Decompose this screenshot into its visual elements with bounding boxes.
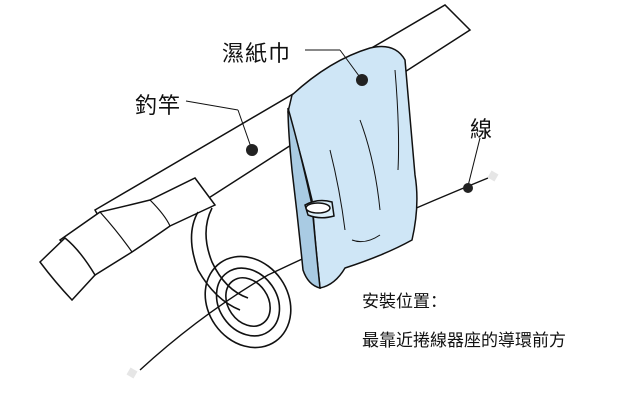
towel-folds <box>329 69 400 243</box>
label-towel: 濕紙巾 <box>222 42 292 67</box>
rod-seam <box>149 199 171 227</box>
line-end-top <box>487 170 499 182</box>
note-heading: 安裝位置： <box>362 292 447 312</box>
callout-line <box>463 137 481 193</box>
line-guide <box>190 207 292 349</box>
rod-seam-2 <box>99 211 133 253</box>
callout-rod <box>185 100 258 156</box>
label-line: 線 <box>470 118 494 143</box>
note-body: 最靠近捲線器座的導環前方 <box>362 331 566 351</box>
line-end-bottom <box>126 367 138 379</box>
label-rod: 釣竿 <box>135 94 182 119</box>
callout-towel <box>305 49 368 86</box>
wet-towel <box>287 45 418 289</box>
